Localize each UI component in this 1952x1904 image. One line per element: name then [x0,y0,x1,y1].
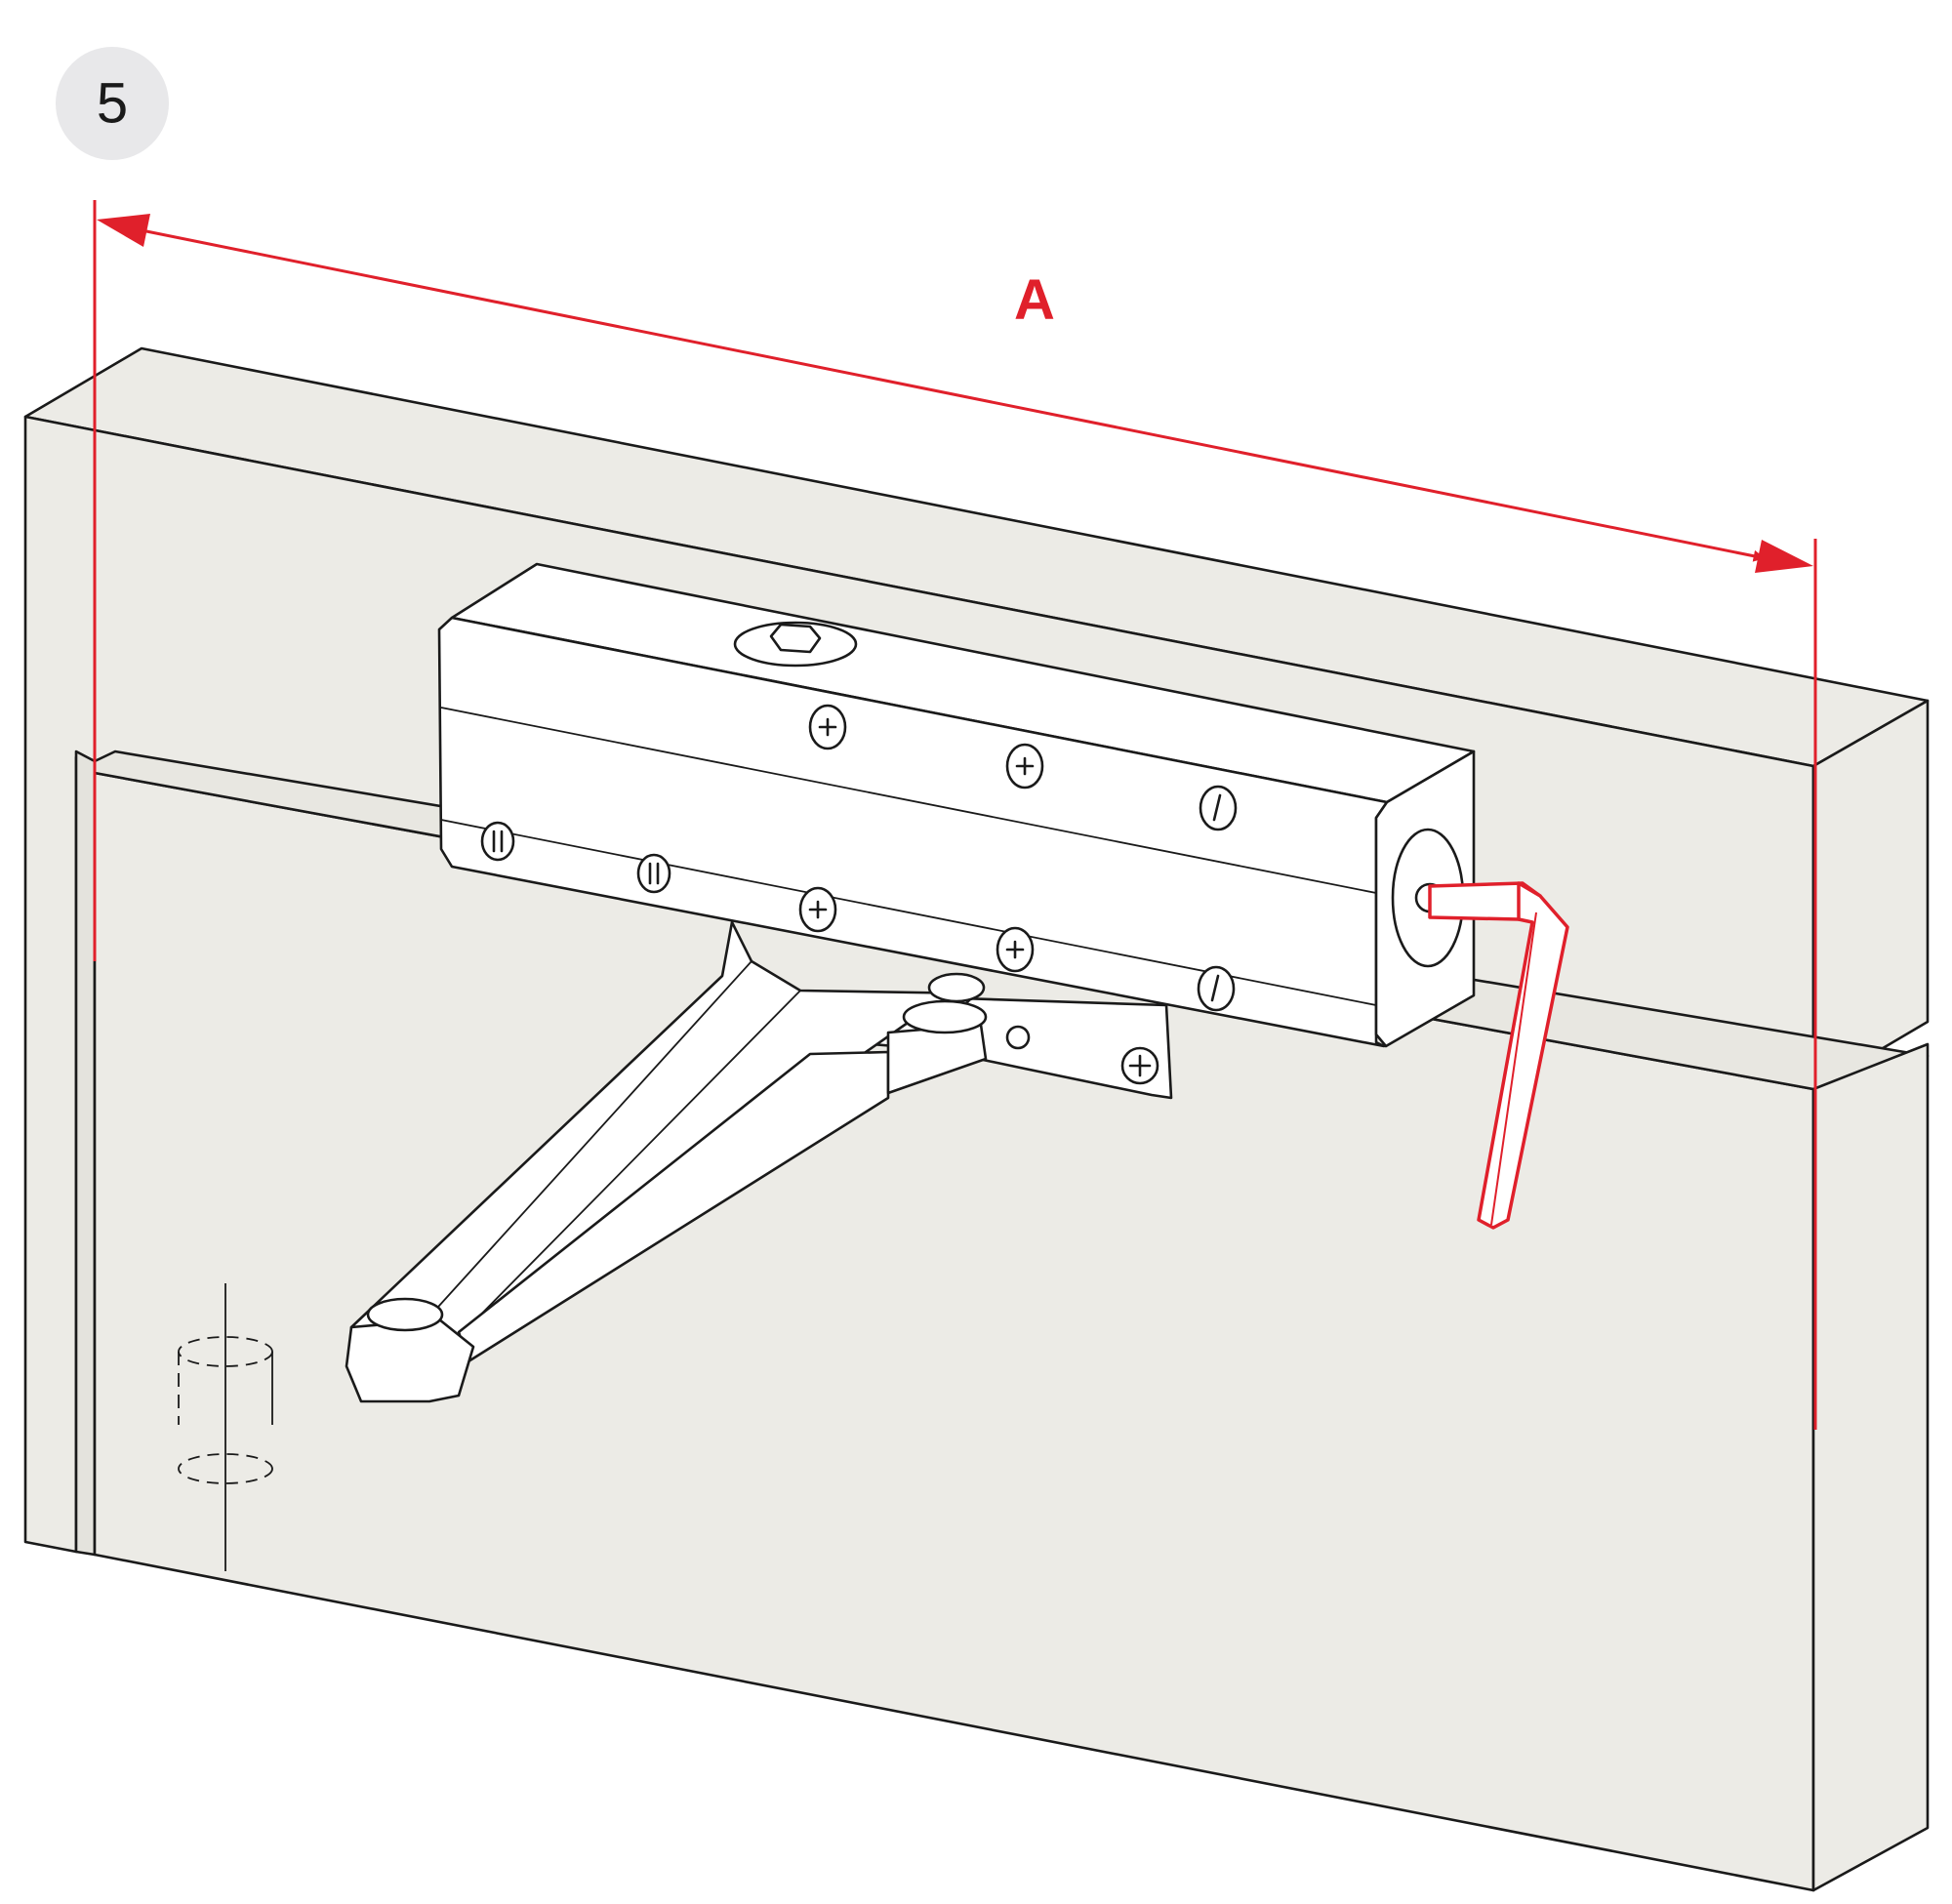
forearm [457,1050,890,1363]
step-number: 5 [97,72,128,136]
hex-key-icon [1428,881,1569,1230]
elbow-joint [902,999,988,1034]
hex-key-long-leg [1477,881,1569,1230]
frame-end-face [1811,699,1930,1091]
screw-icon [1120,1046,1159,1085]
arm-shoe [345,1317,475,1403]
top-nut [769,623,822,654]
dimension-line [145,229,1766,562]
pivot-cap [927,972,986,1003]
dimension-label: A [1014,268,1055,332]
step-badge: 5 [56,47,169,160]
screw-icon [1197,965,1236,1012]
screw-icon [1005,743,1044,790]
frame-jamb-reveal [74,749,97,1557]
dimension-a: A [93,200,1817,1430]
bracket-hole [1005,1025,1031,1050]
screw-icon [798,886,837,933]
dimension-arrow-right [1755,540,1813,573]
screw-icon [636,853,671,894]
dimension-arrow-left [97,214,150,247]
screw-icon [1199,785,1238,831]
arm-shoe-hole [366,1297,444,1332]
closer-front-face [437,616,1389,1048]
door-closer-body [437,562,1476,1048]
hinge-pin-indicator [178,1283,273,1571]
screw-icon [480,821,515,862]
door-side-face [1811,1042,1930,1892]
step-badge-circle [56,47,169,160]
screw-icon [808,704,847,750]
closer-arm [345,920,1173,1403]
screw-icon [996,926,1035,973]
